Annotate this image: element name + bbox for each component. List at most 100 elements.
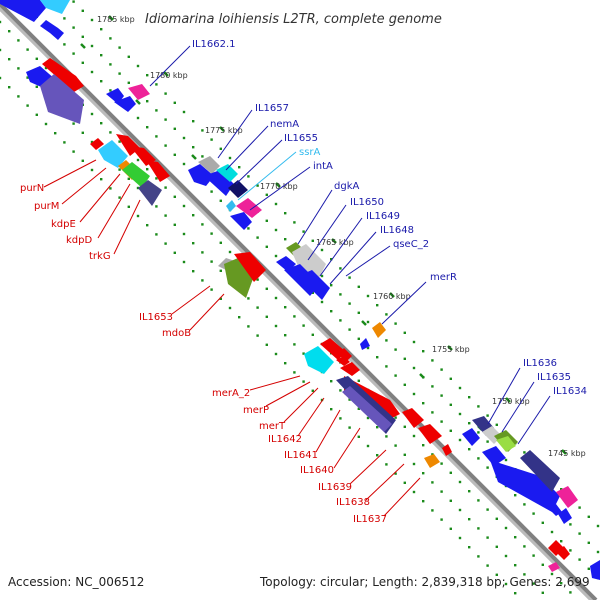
tick-dot <box>173 101 176 104</box>
gene-label-IL1653[interactable]: IL1653 <box>139 312 173 323</box>
gene-feature[interactable] <box>372 322 386 338</box>
gene-label-kdpE[interactable]: kdpE <box>51 219 76 230</box>
tick-dot <box>219 241 222 244</box>
gene-label-intA[interactable]: intA <box>313 161 333 172</box>
gene-label-trkG[interactable]: trkG <box>89 251 111 262</box>
tick-dot <box>357 337 360 340</box>
gene-feature[interactable] <box>228 180 248 198</box>
gene-feature[interactable] <box>188 164 214 186</box>
gene-label-IL1655[interactable]: IL1655 <box>284 133 318 144</box>
major-tick <box>389 292 395 298</box>
gene-label-purM[interactable]: purM <box>34 201 59 212</box>
gene-feature[interactable] <box>490 460 560 512</box>
gene-feature[interactable] <box>442 444 452 456</box>
gene-label-IL1636[interactable]: IL1636 <box>523 358 557 369</box>
gene-label-IL1638[interactable]: IL1638 <box>336 497 370 508</box>
gene-feature[interactable] <box>0 0 46 22</box>
gene-feature[interactable] <box>556 546 570 560</box>
gene-feature[interactable] <box>128 84 150 100</box>
gene-label-IL1634[interactable]: IL1634 <box>553 386 587 397</box>
major-tick <box>331 238 337 244</box>
tick-dot <box>330 284 333 287</box>
gene-feature[interactable] <box>424 454 440 468</box>
gene-feature[interactable] <box>556 486 578 508</box>
tick-dot <box>146 100 149 103</box>
gene-label-IL1639[interactable]: IL1639 <box>318 482 352 493</box>
gene-feature[interactable] <box>590 560 600 580</box>
tick-dot <box>265 343 268 346</box>
gene-feature[interactable] <box>462 428 480 446</box>
gene-feature[interactable] <box>548 504 562 516</box>
gene-feature[interactable] <box>558 508 572 524</box>
gene-feature[interactable] <box>98 140 128 168</box>
gene-label-nemA[interactable]: nemA <box>270 119 299 130</box>
tick-dot <box>274 324 278 328</box>
gene-feature[interactable] <box>548 562 560 572</box>
gene-feature[interactable] <box>114 96 136 112</box>
gene-label-ssrA[interactable]: ssrA <box>299 147 321 158</box>
gene-feature[interactable] <box>42 58 84 92</box>
gene-feature[interactable] <box>418 424 442 444</box>
gene-label-IL1637[interactable]: IL1637 <box>353 514 387 525</box>
gene-label-IL1641[interactable]: IL1641 <box>284 450 318 461</box>
gene-feature[interactable] <box>40 74 84 124</box>
gene-label-IL1635[interactable]: IL1635 <box>537 372 571 383</box>
gene-label-mdoB[interactable]: mdoB <box>162 328 191 339</box>
gene-label-merT[interactable]: merT <box>259 421 286 432</box>
gene-label-IL1649[interactable]: IL1649 <box>366 211 400 222</box>
gene-feature[interactable] <box>198 156 220 174</box>
gene-feature[interactable] <box>342 386 392 432</box>
gene-label-IL1640[interactable]: IL1640 <box>300 465 334 476</box>
gene-label-merR[interactable]: merR <box>430 272 457 283</box>
gene-feature[interactable] <box>90 138 104 150</box>
gene-feature[interactable] <box>340 362 360 376</box>
tick-dot <box>495 517 498 520</box>
gene-label-purN[interactable]: purN <box>20 183 44 194</box>
gene-feature[interactable] <box>402 408 424 428</box>
gene-feature[interactable] <box>216 164 238 182</box>
tick-dot <box>440 394 443 397</box>
gene-feature[interactable] <box>482 426 502 444</box>
gene-feature[interactable] <box>40 0 70 14</box>
gene-feature[interactable] <box>234 252 266 282</box>
tick-dot <box>247 325 250 328</box>
tick-dot <box>412 462 416 466</box>
gene-label-qseC_2[interactable]: qseC_2 <box>393 239 429 250</box>
gene-feature[interactable] <box>360 338 370 350</box>
tick-dot <box>477 527 480 530</box>
gene-label-dgkA[interactable]: dgkA <box>334 181 359 192</box>
tick-dot <box>596 524 600 528</box>
gene-feature[interactable] <box>138 180 162 206</box>
tick-dot <box>146 168 149 171</box>
gene-feature[interactable] <box>236 198 262 218</box>
gene-feature[interactable] <box>338 348 352 362</box>
gene-feature[interactable] <box>230 212 252 230</box>
gene-feature[interactable] <box>482 446 506 466</box>
gene-feature[interactable] <box>146 160 170 182</box>
tick-dot <box>136 64 140 68</box>
tick-dot <box>403 331 406 334</box>
tick-dot <box>366 346 370 350</box>
gene-label-merP[interactable]: merP <box>243 405 269 416</box>
gene-feature[interactable] <box>122 162 150 188</box>
gene-feature[interactable] <box>292 244 326 280</box>
gene-label-merA_2[interactable]: merA_2 <box>212 388 250 399</box>
gene-feature[interactable] <box>520 450 560 492</box>
gene-feature[interactable] <box>496 436 516 452</box>
gene-label-IL1657[interactable]: IL1657 <box>255 103 289 114</box>
tick-dot <box>495 545 498 548</box>
gene-feature[interactable] <box>298 270 330 300</box>
gene-label-IL1648[interactable]: IL1648 <box>380 225 414 236</box>
scale-label: 1780 kbp <box>150 71 188 80</box>
gene-feature[interactable] <box>304 346 334 374</box>
gene-feature[interactable] <box>336 356 350 366</box>
gene-feature[interactable] <box>40 20 64 40</box>
tick-dot <box>109 37 112 40</box>
gene-label-IL1650[interactable]: IL1650 <box>350 197 384 208</box>
gene-label-IL1642[interactable]: IL1642 <box>268 434 302 445</box>
gene-label-kdpD[interactable]: kdpD <box>66 235 92 246</box>
gene-feature[interactable] <box>226 200 236 212</box>
tick-dot <box>569 591 572 594</box>
gene-label-IL1662.1[interactable]: IL1662.1 <box>192 39 236 50</box>
